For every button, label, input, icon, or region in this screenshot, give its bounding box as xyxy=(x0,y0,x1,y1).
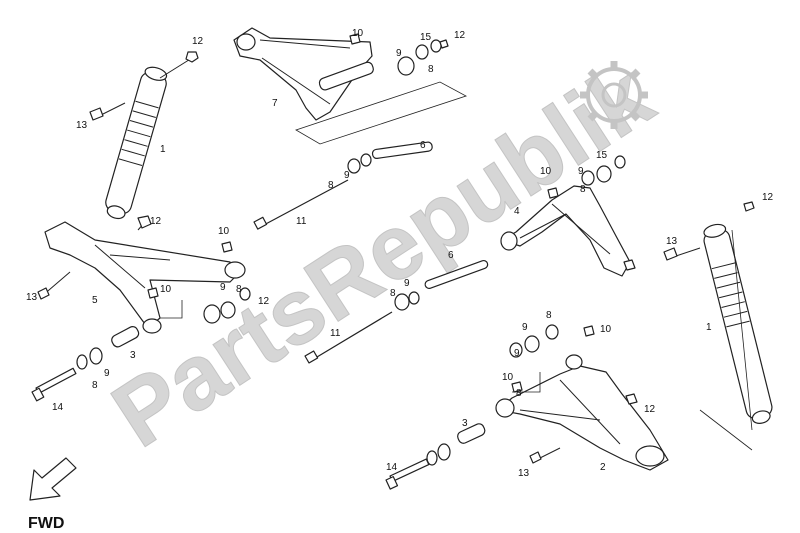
left-lower-a-arm xyxy=(37,215,246,334)
callout-9: 9 xyxy=(514,348,520,359)
right-lower-bushings xyxy=(509,324,595,393)
callout-9: 9 xyxy=(104,368,110,379)
callout-8: 8 xyxy=(92,380,98,391)
callout-12: 12 xyxy=(644,404,656,415)
callout-9: 9 xyxy=(522,322,528,333)
callout-10: 10 xyxy=(352,28,364,39)
upper-a-arm-top xyxy=(233,27,468,145)
callout-8: 8 xyxy=(546,310,552,321)
callout-12: 12 xyxy=(454,30,466,41)
callout-10: 10 xyxy=(218,226,230,237)
upper-bushing-set-top xyxy=(397,39,449,76)
callout-9: 9 xyxy=(220,282,226,293)
callout-10: 10 xyxy=(600,324,612,335)
callout-5: 5 xyxy=(92,295,98,306)
right-upper-a-arm xyxy=(500,185,636,277)
callout-6: 6 xyxy=(448,250,454,261)
callout-13: 13 xyxy=(666,236,678,247)
callout-15: 15 xyxy=(420,32,432,43)
callout-8: 8 xyxy=(516,388,522,399)
right-shaft-6 xyxy=(394,259,489,311)
callout-14: 14 xyxy=(386,462,398,473)
callout-14: 14 xyxy=(52,402,64,413)
callout-8: 8 xyxy=(328,180,334,191)
callout-labels: 12 13 1 12 10 13 5 10 9 8 12 3 9 8 14 10… xyxy=(26,28,774,479)
callout-12: 12 xyxy=(192,36,204,47)
callout-8: 8 xyxy=(390,288,396,299)
callout-12: 12 xyxy=(150,216,162,227)
long-bolt-11-lower xyxy=(304,311,393,364)
left-bushing-set-a xyxy=(203,287,251,324)
callout-12: 12 xyxy=(762,192,774,203)
right-lower-a-arm xyxy=(495,354,669,471)
callout-8: 8 xyxy=(580,184,586,195)
upper-shaft-6 xyxy=(347,141,433,174)
callout-9: 9 xyxy=(578,166,584,177)
callout-15: 15 xyxy=(596,150,608,161)
right-upper-bushings xyxy=(581,155,626,186)
callout-3: 3 xyxy=(462,418,468,429)
callout-7: 7 xyxy=(272,98,278,109)
callout-9: 9 xyxy=(404,278,410,289)
callout-11: 11 xyxy=(296,216,307,227)
callout-1: 1 xyxy=(160,144,166,155)
callout-13: 13 xyxy=(26,292,38,303)
callout-2: 2 xyxy=(600,462,606,473)
callout-8: 8 xyxy=(236,284,242,295)
callout-10: 10 xyxy=(540,166,552,177)
watermark-gear-icon xyxy=(580,61,648,129)
fwd-label: FWD xyxy=(28,515,64,532)
callout-12: 12 xyxy=(258,296,270,307)
callout-13: 13 xyxy=(76,120,88,131)
callout-13: 13 xyxy=(518,468,530,479)
callout-10: 10 xyxy=(160,284,172,295)
callout-10: 10 xyxy=(502,372,514,383)
callout-4: 4 xyxy=(514,206,520,217)
callout-3: 3 xyxy=(130,350,136,361)
callout-9: 9 xyxy=(344,170,350,181)
right-pivot-bolt-14 xyxy=(385,423,486,490)
callout-6: 6 xyxy=(420,140,426,151)
long-bolt-11-upper xyxy=(253,179,349,230)
callout-1: 1 xyxy=(706,322,712,333)
left-pivot-bolt-14 xyxy=(31,326,140,402)
callout-8: 8 xyxy=(428,64,434,75)
forward-arrow-icon xyxy=(29,457,77,501)
callout-9: 9 xyxy=(396,48,402,59)
right-shock-absorber xyxy=(663,201,773,451)
callout-11: 11 xyxy=(330,328,341,339)
left-shock-absorber xyxy=(89,51,199,220)
